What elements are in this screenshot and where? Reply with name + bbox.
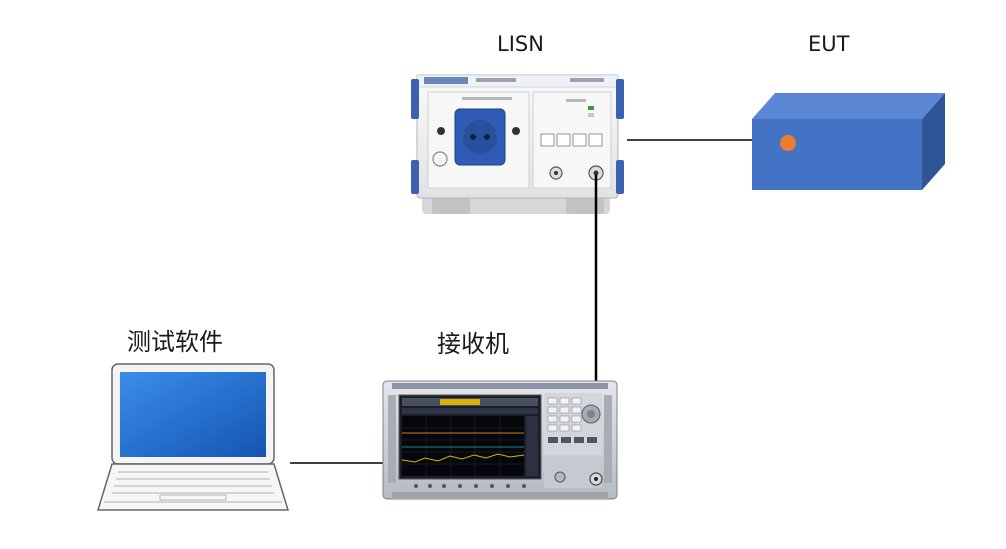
laptop-computer	[96, 363, 290, 511]
emi-receiver	[382, 380, 618, 500]
eut-indicator-led	[780, 135, 796, 151]
lisn-device	[411, 74, 624, 214]
receiver-label: 接收机	[437, 330, 509, 358]
eut-label: EUT	[808, 32, 850, 56]
lisn-label: LISN	[497, 32, 544, 56]
eut-box	[752, 93, 945, 190]
laptop-keyboard	[112, 471, 274, 501]
test-software-label: 测试软件	[127, 328, 223, 356]
